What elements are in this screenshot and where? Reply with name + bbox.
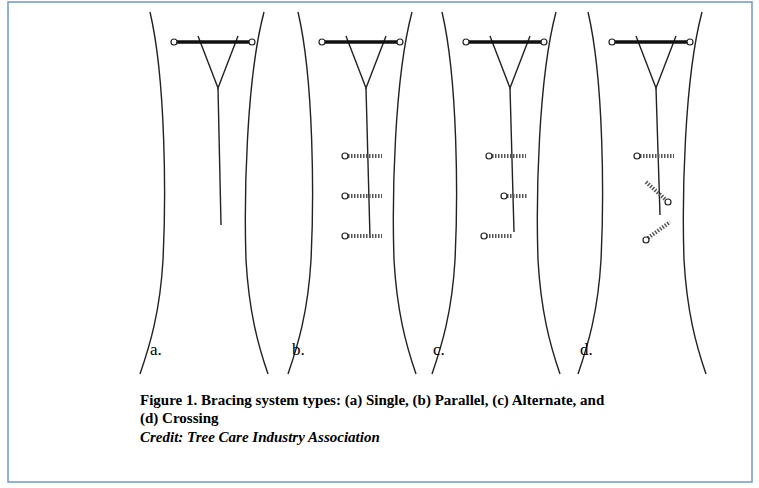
panel-letter: a. [150,340,162,360]
tree-crossing [578,12,706,374]
credit-line: Credit: Tree Care Industry Association [140,429,380,446]
panel-letter: b. [292,340,305,360]
tree-parallel [288,12,416,374]
figure-caption: Figure 1. Bracing system types: (a) Sing… [140,391,610,427]
tree-single [140,12,268,374]
frame [8,2,752,482]
panel-letter: d. [580,340,593,360]
panel-letter: c. [433,340,445,360]
tree-alternate [432,12,560,374]
